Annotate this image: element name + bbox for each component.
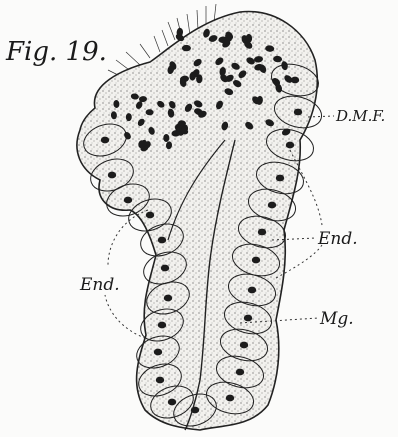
- nucleus: [158, 237, 166, 244]
- nucleus: [154, 349, 162, 356]
- nucleus: [161, 265, 169, 272]
- nucleus: [146, 212, 154, 219]
- nucleus: [124, 197, 132, 204]
- nucleus: [248, 287, 256, 294]
- label-end-left: End.: [79, 275, 120, 295]
- nucleus: [191, 407, 199, 414]
- nucleus: [168, 399, 176, 406]
- nucleus: [286, 142, 294, 149]
- nucleus: [268, 202, 276, 209]
- nucleus: [226, 395, 234, 402]
- nucleus: [240, 342, 248, 349]
- label-mg: Mg.: [319, 309, 354, 329]
- nucleus: [236, 369, 244, 376]
- nucleus: [156, 377, 164, 384]
- figure-title: Fig. 19.: [5, 37, 107, 67]
- nucleus: [164, 295, 172, 302]
- nucleus: [158, 322, 166, 329]
- nucleus: [108, 172, 116, 179]
- label-end-right: End.: [317, 229, 358, 249]
- nucleus: [101, 137, 109, 144]
- nucleus: [252, 257, 260, 264]
- nucleus: [276, 175, 284, 182]
- nucleus: [244, 315, 252, 322]
- nucleus: [258, 229, 266, 236]
- nucleus: [163, 134, 169, 142]
- nucleus: [182, 45, 191, 51]
- label-dmf: D.M.F.: [335, 107, 385, 125]
- nucleus: [294, 109, 302, 116]
- nucleus: [291, 77, 299, 84]
